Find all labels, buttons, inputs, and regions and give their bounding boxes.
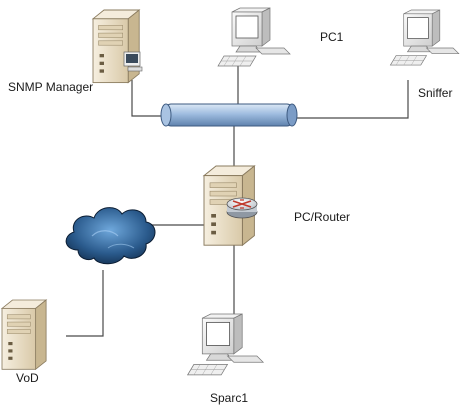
server-icon: [92, 9, 140, 84]
link-sniffer-bus: [292, 80, 409, 119]
ethernet-bus-icon: [160, 103, 298, 127]
workstation-icon: [390, 9, 460, 66]
vod-node: [1, 299, 47, 370]
sniffer-node: [390, 9, 460, 66]
workstation-icon: [217, 7, 291, 67]
sniffer-label: Sniffer: [418, 86, 453, 100]
snmp-manager-label: SNMP Manager: [8, 80, 94, 94]
vod-label: VoD: [16, 371, 39, 385]
snmp-manager-node: [92, 9, 143, 84]
pc-router-label: PC/Router: [294, 210, 351, 224]
link-snmp-bus: [131, 80, 166, 117]
server-icon: [1, 299, 47, 370]
network-cloud-icon: [65, 207, 156, 265]
sparc1-label: Sparc1: [210, 391, 249, 405]
connection-lines: [66, 64, 409, 337]
sparc1-node: [187, 313, 264, 376]
small-monitor-icon: [123, 51, 143, 72]
link-cloud-vod: [66, 270, 104, 337]
pc1-node: [217, 7, 291, 67]
pc-router-node: [203, 165, 258, 246]
router-icon: [226, 197, 258, 219]
workstation-icon: [187, 313, 264, 376]
pc1-label: PC1: [320, 30, 344, 44]
